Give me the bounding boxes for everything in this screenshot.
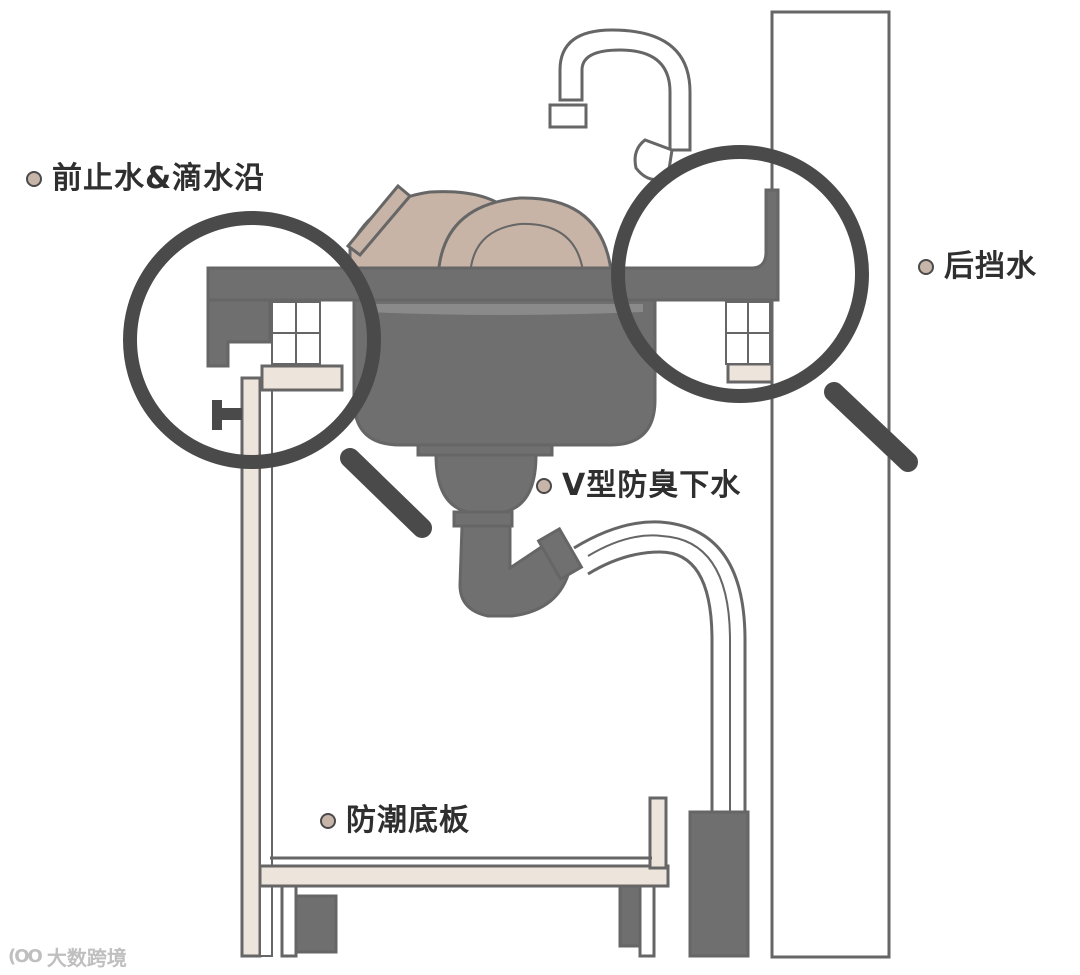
countertop bbox=[208, 268, 620, 300]
dish-plates bbox=[348, 186, 612, 280]
callout-v-drain: V型防臭下水 bbox=[536, 471, 741, 501]
callout-label: V型防臭下水 bbox=[562, 471, 741, 501]
drain-hose bbox=[574, 522, 745, 812]
faucet bbox=[550, 30, 690, 180]
sink-rim bbox=[366, 304, 643, 315]
callout-dot bbox=[536, 478, 552, 494]
watermark-logo: (OO bbox=[8, 946, 41, 967]
front-support-board bbox=[262, 366, 342, 390]
callout-label: 防潮底板 bbox=[346, 806, 470, 836]
floor-drain-tube bbox=[690, 812, 748, 956]
callout-dot bbox=[26, 171, 42, 187]
callout-dot bbox=[320, 813, 336, 829]
watermark-text: 大数跨境 bbox=[47, 942, 127, 971]
callout-back-splash: 后挡水 bbox=[918, 252, 1037, 282]
callout-label: 前止水&滴水沿 bbox=[52, 164, 265, 194]
callout-moisture-board: 防潮底板 bbox=[320, 806, 470, 836]
callout-front-drip-edge: 前止水&滴水沿 bbox=[26, 164, 265, 194]
sink-basin bbox=[354, 300, 655, 445]
front-grid-box bbox=[272, 302, 320, 364]
back-support-board bbox=[728, 364, 772, 382]
callout-dot bbox=[918, 259, 934, 275]
back-wall-panel bbox=[772, 12, 889, 957]
callout-label: 后挡水 bbox=[944, 252, 1037, 282]
back-grid-box bbox=[726, 302, 770, 364]
watermark: (OO 大数跨境 bbox=[8, 942, 127, 971]
